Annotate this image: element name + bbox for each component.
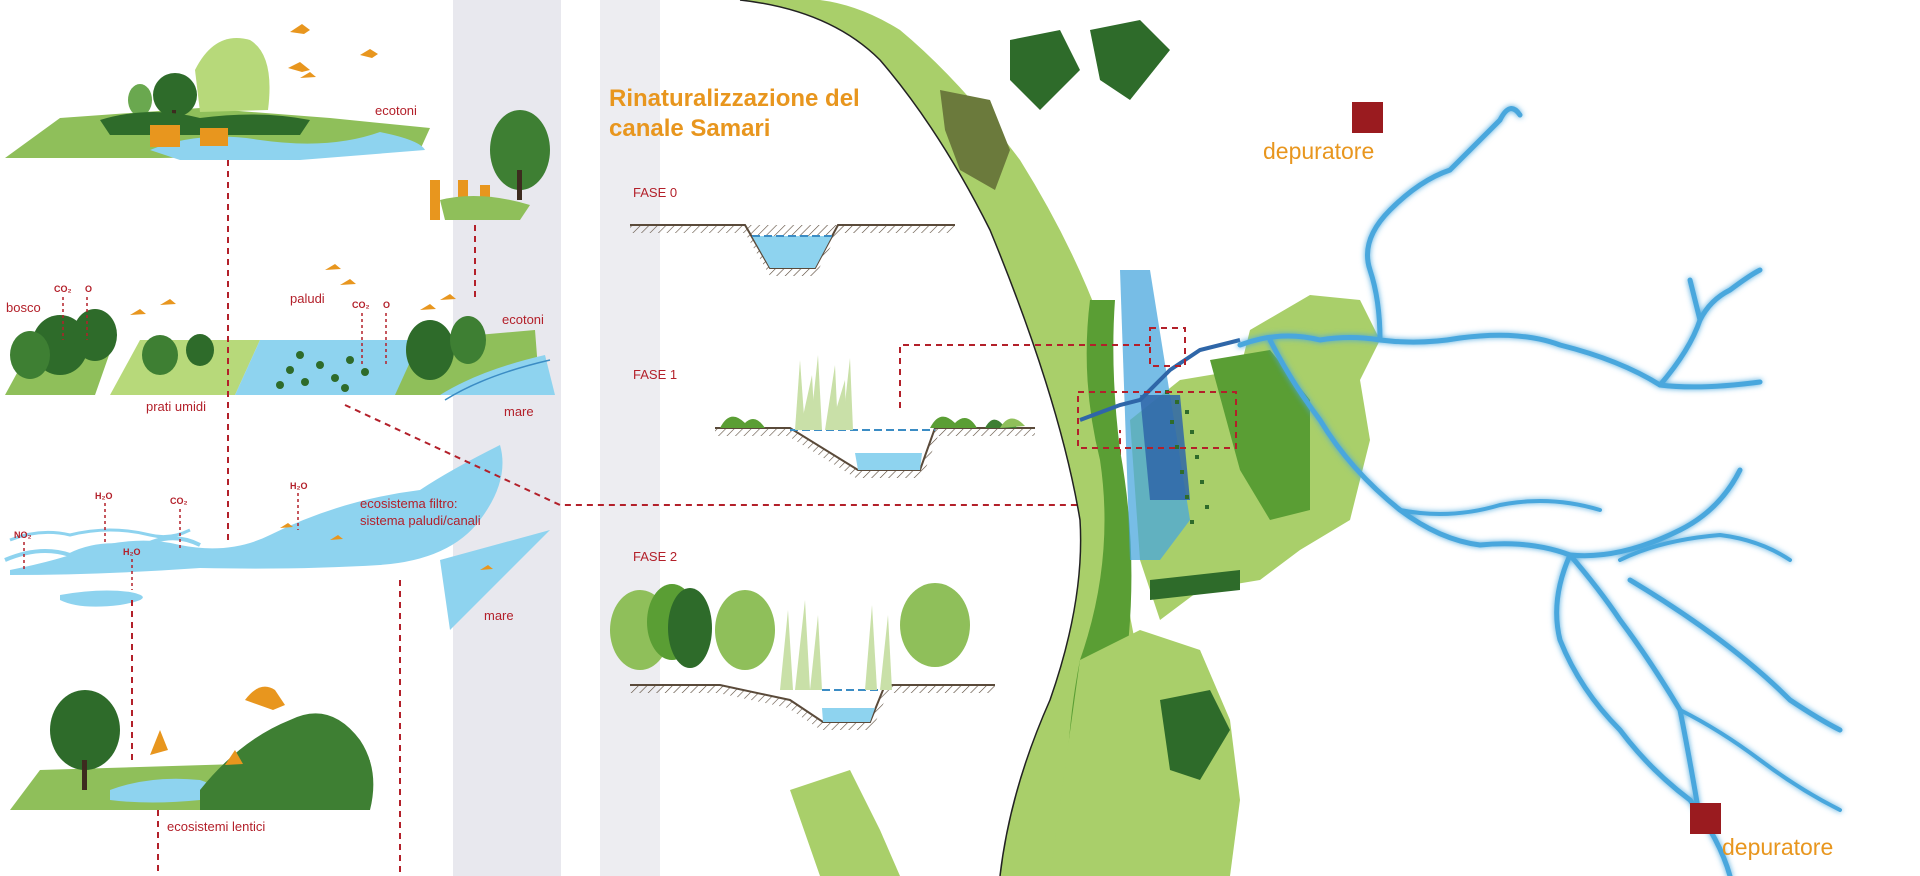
phase-2-label: FASE 2 bbox=[633, 549, 678, 564]
label-bosco: bosco bbox=[6, 300, 41, 315]
label-paludi: paludi bbox=[290, 291, 325, 306]
map-highlight-boxes bbox=[899, 327, 1237, 449]
chem-h2o-a: H₂O bbox=[95, 491, 113, 501]
chem-o-a: O bbox=[85, 284, 93, 294]
label-mare-mid: mare bbox=[504, 404, 534, 419]
filter-ecosystem-scene bbox=[4, 445, 550, 630]
label-sistema-paludi-canali: sistema paludi/canali bbox=[360, 513, 481, 528]
depuratore-marker-top bbox=[1352, 102, 1383, 133]
wetland-scene bbox=[5, 264, 555, 401]
phase-2-section bbox=[610, 583, 995, 730]
chem-no2: NO₂ bbox=[14, 530, 32, 540]
ecotoni-scene bbox=[5, 24, 550, 220]
phase-0-section bbox=[630, 224, 955, 276]
coastline-map bbox=[739, 0, 1380, 876]
label-ecosistema-filtro: ecosistema filtro: bbox=[360, 496, 458, 511]
phase-1-label: FASE 1 bbox=[633, 367, 678, 382]
chem-h2o-b: H₂O bbox=[290, 481, 308, 491]
chem-co2-a: CO₂ bbox=[54, 284, 72, 294]
grey-band-right bbox=[600, 0, 660, 876]
label-ecotoni-top: ecotoni bbox=[375, 103, 417, 118]
chem-co2-b: CO₂ bbox=[352, 300, 370, 310]
label-mare-low: mare bbox=[484, 608, 514, 623]
depuratore-marker-bottom bbox=[1690, 803, 1721, 834]
connector-lines-left bbox=[131, 160, 1121, 876]
label-ecotoni-mid: ecotoni bbox=[502, 312, 544, 327]
chem-h2o-c: H₂O bbox=[123, 547, 141, 557]
depuratore-label-top: depuratore bbox=[1263, 138, 1375, 164]
phase-1-section bbox=[715, 355, 1035, 478]
label-ecosistemi-lentici: ecosistemi lentici bbox=[167, 819, 266, 834]
lentic-ecosystem-scene bbox=[10, 686, 374, 810]
chem-o-b: O bbox=[383, 300, 391, 310]
page-title: Rinaturalizzazione del canale Samari bbox=[609, 85, 860, 142]
depuratore-label-bottom: depuratore bbox=[1722, 834, 1834, 860]
chem-co2-c: CO₂ bbox=[170, 496, 188, 506]
phase-0-label: FASE 0 bbox=[633, 185, 678, 200]
label-prati-umidi: prati umidi bbox=[146, 399, 206, 414]
